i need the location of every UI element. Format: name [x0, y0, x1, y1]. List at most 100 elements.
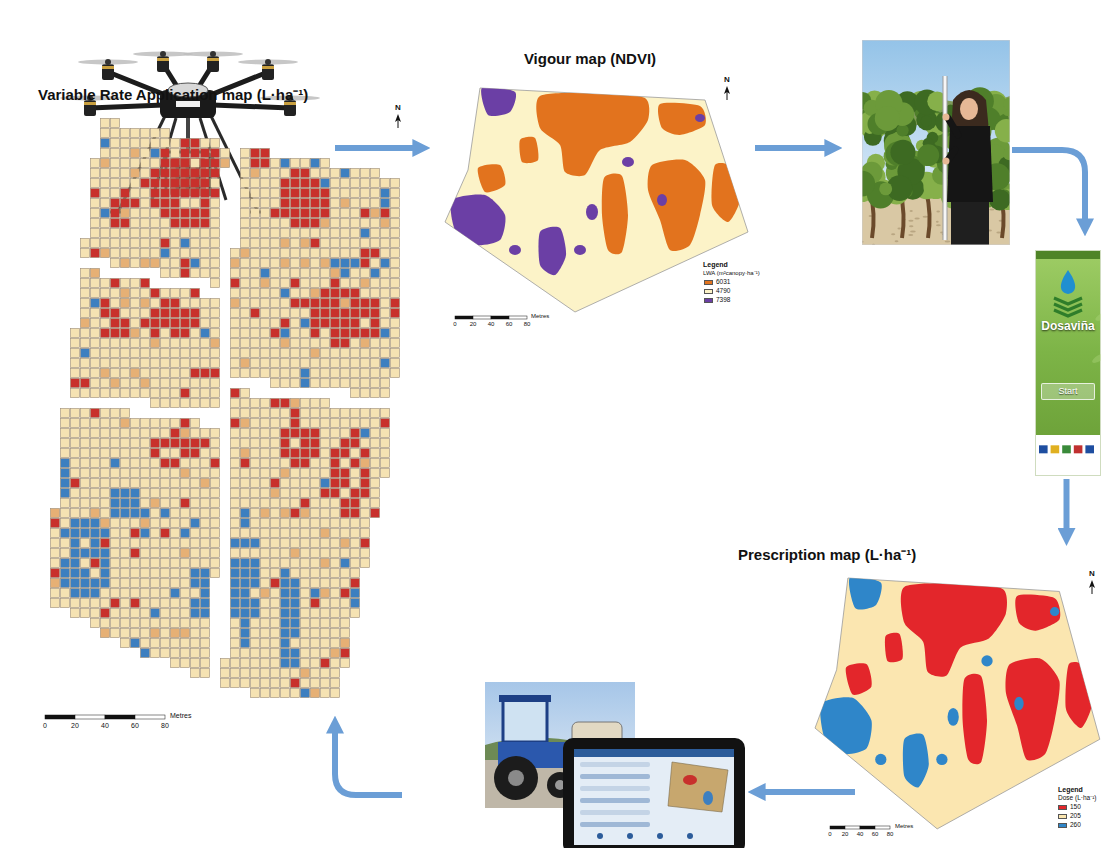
rate-cell: [311, 649, 320, 658]
rate-cell: [171, 609, 180, 618]
rate-cell: [241, 609, 250, 618]
rate-cell: [281, 369, 290, 378]
rate-cell: [171, 549, 180, 558]
scale-bar: [455, 316, 473, 319]
rate-cell: [261, 419, 270, 428]
scale-bar: [105, 715, 135, 719]
rate-cell: [301, 689, 310, 698]
rate-cell: [361, 319, 370, 328]
rate-cell: [191, 139, 200, 148]
rate-cell: [81, 369, 90, 378]
rate-cell: [131, 539, 140, 548]
rate-cell: [151, 519, 160, 528]
rate-cell: [81, 519, 90, 528]
rate-cell: [171, 439, 180, 448]
rate-cell: [121, 339, 130, 348]
rate-cell: [361, 239, 370, 248]
high-zone: [478, 164, 506, 192]
rate-cell: [111, 489, 120, 498]
rate-cell: [141, 129, 150, 138]
rate-cell: [141, 579, 150, 588]
rate-cell: [101, 499, 110, 508]
rate-cell: [231, 349, 240, 358]
rate-cell: [361, 429, 370, 438]
rate-cell: [331, 239, 340, 248]
rate-cell: [131, 429, 140, 438]
field-map: [815, 577, 1100, 829]
rate-cell: [371, 449, 380, 458]
rate-cell: [281, 689, 290, 698]
rate-cell: [161, 179, 170, 188]
rate-cell: [321, 169, 330, 178]
rate-cell: [211, 299, 220, 308]
rate-cell: [151, 339, 160, 348]
rate-cell: [261, 689, 270, 698]
rate-cell: [391, 239, 400, 248]
rate-cell: [351, 599, 360, 608]
rate-cell: [271, 539, 280, 548]
scale-number: 0: [43, 722, 47, 729]
rate-cell: [271, 679, 280, 688]
rate-cell: [151, 179, 160, 188]
rate-cell: [71, 379, 80, 388]
rate-cell: [201, 299, 210, 308]
rate-cell: [261, 679, 270, 688]
rate-cell: [361, 299, 370, 308]
arm: [948, 118, 958, 135]
rate-cell: [251, 369, 260, 378]
rate-cell: [251, 459, 260, 468]
rate-cell: [181, 579, 190, 588]
rate-cell: [311, 619, 320, 628]
rate-cell: [301, 349, 310, 358]
rate-cell: [141, 349, 150, 358]
vine-chevron: [1054, 310, 1082, 316]
rate-cell: [271, 549, 280, 558]
rate-cell: [311, 639, 320, 648]
rate-cell: [281, 159, 290, 168]
legend-text: 7398: [716, 297, 730, 304]
rate-cell: [301, 359, 310, 368]
rate-cell: [321, 239, 330, 248]
rate-cell: [101, 299, 110, 308]
rate-cell: [131, 199, 140, 208]
rate-cell: [201, 319, 210, 328]
rate-cell: [281, 429, 290, 438]
rate-cell: [321, 159, 330, 168]
rate-cell: [131, 589, 140, 598]
rate-cell: [111, 609, 120, 618]
rate-cell: [211, 259, 220, 268]
rate-cell: [131, 609, 140, 618]
rate-cell: [271, 189, 280, 198]
scale-bar: [860, 826, 875, 829]
rate-cell: [301, 529, 310, 538]
rate-cell: [61, 559, 70, 568]
rate-cell: [371, 379, 380, 388]
rate-cell: [81, 599, 90, 608]
rate-cell: [331, 539, 340, 548]
map-title: Vigour map (NDVI): [524, 50, 656, 68]
rate-cell: [131, 369, 140, 378]
rate-cell: [301, 639, 310, 648]
rate-cell: [81, 609, 90, 618]
rate-cell: [241, 339, 250, 348]
rate-cell: [331, 549, 340, 558]
rate-cell: [111, 149, 120, 158]
rate-cell: [371, 219, 380, 228]
rate-cell: [111, 439, 120, 448]
rate-cell: [231, 299, 240, 308]
rate-cell: [261, 189, 270, 198]
rate-cell: [301, 649, 310, 658]
rate-cell: [161, 469, 170, 478]
rate-cell: [141, 209, 150, 218]
rate-cell: [191, 509, 200, 518]
rate-cell: [131, 309, 140, 318]
rate-cell: [311, 449, 320, 458]
rate-cell: [281, 509, 290, 518]
rate-cell: [241, 659, 250, 668]
rate-cell: [261, 529, 270, 538]
rate-cell: [81, 389, 90, 398]
rate-cell: [131, 169, 140, 178]
rate-cell: [171, 329, 180, 338]
rate-cell: [271, 259, 280, 268]
